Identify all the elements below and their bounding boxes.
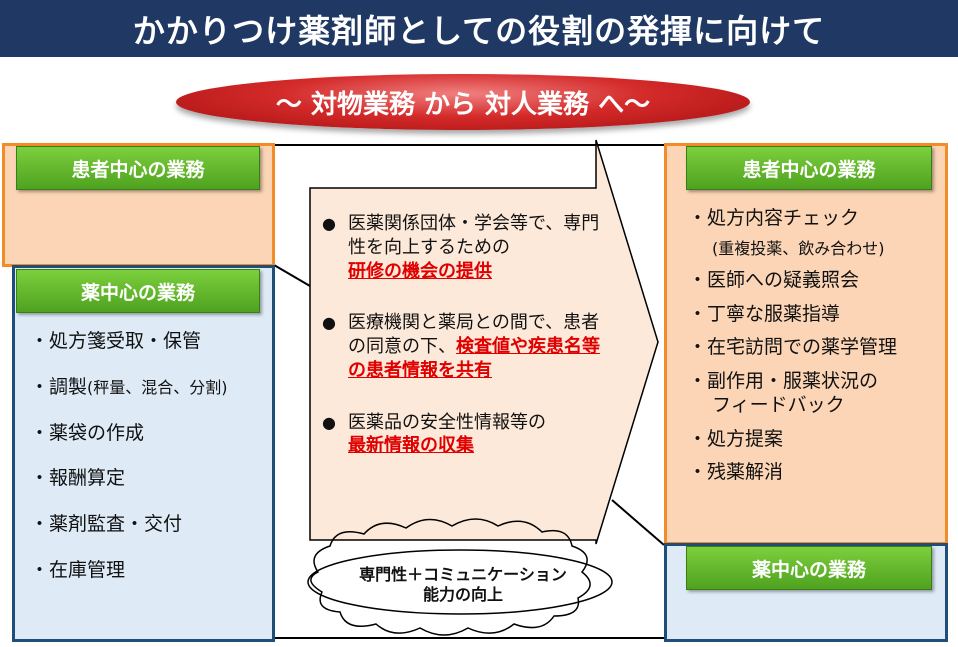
list-item: ・薬剤監査・交付	[30, 513, 183, 535]
right-drug-label: 薬中心の業務	[686, 546, 932, 590]
list-item: ・残薬解消	[688, 461, 784, 484]
list-item: ・医師への疑義照会	[688, 268, 860, 291]
bullet-icon: ●	[322, 412, 336, 432]
list-item: ・在宅訪問での薬学管理	[688, 336, 898, 359]
list-item: ・報酬算定	[30, 467, 126, 490]
list-item: ● 医薬関係団体・学会等で、専門性を向上するための研修の機会の提供	[322, 213, 600, 282]
emphasis-text: 検査値や疾患名等の患者情報を共有	[348, 336, 600, 381]
list-item: ・副作用・服薬状況の	[688, 370, 879, 392]
right-patient-box	[664, 143, 948, 545]
list-item: フィードバック	[712, 393, 845, 416]
cloud-label: 専門性＋コミュニケーション 能力の向上	[359, 565, 567, 604]
list-item: ・処方提案	[688, 427, 784, 450]
page-title: かかりつけ薬剤師としての役割の発揮に向けて	[0, 0, 958, 57]
left-patient-label: 患者中心の業務	[16, 146, 260, 190]
list-item: ● 医療機関と薬局との間で、患者の同意の下、検査値や疾患名等の患者情報を共有	[322, 312, 600, 381]
center-bullet-list: ● 医薬関係団体・学会等で、専門性を向上するための研修の機会の提供 ● 医療機関…	[322, 212, 612, 486]
transition-arrow	[309, 139, 659, 545]
subtitle-banner: ～ 対物業務 から 対人業務 へ～	[176, 74, 750, 130]
bullet-icon: ●	[322, 214, 336, 233]
list-item: ・処方箋受取・保管	[30, 330, 202, 352]
emphasis-text: 最新情報の収集	[348, 435, 474, 457]
right-patient-label: 患者中心の業務	[686, 146, 932, 190]
left-drug-box	[12, 265, 275, 642]
list-item: ・調製(秤量、混合、分割)	[30, 375, 228, 398]
connector-line-bottom-right	[611, 499, 665, 546]
list-item: (重複投薬、飲み合わせ)	[712, 238, 885, 258]
list-item: ● 医薬品の安全性情報等の最新情報の収集	[322, 411, 546, 457]
left-drug-label: 薬中心の業務	[16, 269, 260, 313]
list-item: ・処方内容チェック	[688, 207, 860, 229]
left-drug-task-list: ・処方箋受取・保管 ・調製(秤量、混合、分割) ・薬袋の作成 ・報酬算定 ・薬剤…	[30, 330, 275, 605]
emphasis-text: 研修の機会の提供	[348, 260, 492, 282]
list-item: ・丁寧な服薬指導	[688, 302, 841, 325]
list-item: ・在庫管理	[30, 558, 126, 581]
list-item: ・薬袋の作成	[30, 421, 145, 444]
bullet-icon: ●	[322, 313, 336, 333]
right-patient-task-list: ・処方内容チェック (重複投薬、飲み合わせ) ・医師への疑義照会 ・丁寧な服薬指…	[688, 207, 943, 495]
